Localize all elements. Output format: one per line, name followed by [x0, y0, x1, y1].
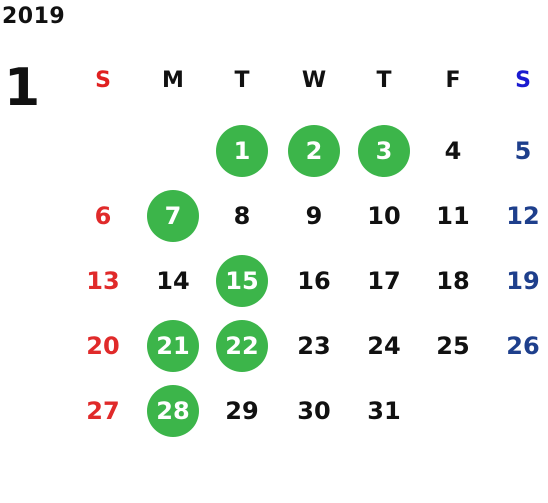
- calendar-day[interactable]: 22: [216, 320, 268, 372]
- calendar-day[interactable]: 2: [288, 125, 340, 177]
- calendar-day[interactable]: 31: [367, 397, 401, 425]
- calendar-day[interactable]: 25: [436, 332, 470, 360]
- weekday-label: S: [95, 68, 111, 93]
- calendar-day[interactable]: 3: [358, 125, 410, 177]
- calendar-day[interactable]: 11: [436, 202, 470, 230]
- calendar-day[interactable]: 16: [297, 267, 331, 295]
- weekday-label: F: [445, 68, 461, 93]
- month-number: 1: [4, 58, 41, 118]
- calendar-day[interactable]: 17: [367, 267, 401, 295]
- calendar-day[interactable]: 26: [506, 332, 540, 360]
- calendar-day[interactable]: 4: [444, 137, 462, 165]
- calendar-day[interactable]: 6: [94, 202, 112, 230]
- calendar-day[interactable]: 10: [367, 202, 401, 230]
- calendar-day[interactable]: 12: [506, 202, 540, 230]
- weekday-label: T: [376, 68, 392, 93]
- weekday-label: T: [234, 68, 250, 93]
- calendar-day[interactable]: 28: [147, 385, 199, 437]
- calendar-day[interactable]: 27: [86, 397, 120, 425]
- calendar-day[interactable]: 1: [216, 125, 268, 177]
- calendar-day[interactable]: 21: [147, 320, 199, 372]
- weekday-label: W: [301, 68, 327, 93]
- calendar-day[interactable]: 9: [305, 202, 323, 230]
- calendar-day[interactable]: 5: [514, 137, 532, 165]
- calendar-day[interactable]: 24: [367, 332, 401, 360]
- calendar-day[interactable]: 15: [216, 255, 268, 307]
- calendar-day[interactable]: 23: [297, 332, 331, 360]
- calendar-day[interactable]: 19: [506, 267, 540, 295]
- calendar-day[interactable]: 7: [147, 190, 199, 242]
- calendar-day[interactable]: 18: [436, 267, 470, 295]
- calendar-day[interactable]: 30: [297, 397, 331, 425]
- calendar-day[interactable]: 13: [86, 267, 120, 295]
- calendar-day[interactable]: 8: [233, 202, 251, 230]
- calendar-day[interactable]: 20: [86, 332, 120, 360]
- calendar-day[interactable]: 29: [225, 397, 259, 425]
- calendar-day[interactable]: 14: [156, 267, 190, 295]
- year-label: 2019: [2, 4, 66, 29]
- weekday-label: M: [162, 68, 184, 93]
- weekday-label: S: [515, 68, 531, 93]
